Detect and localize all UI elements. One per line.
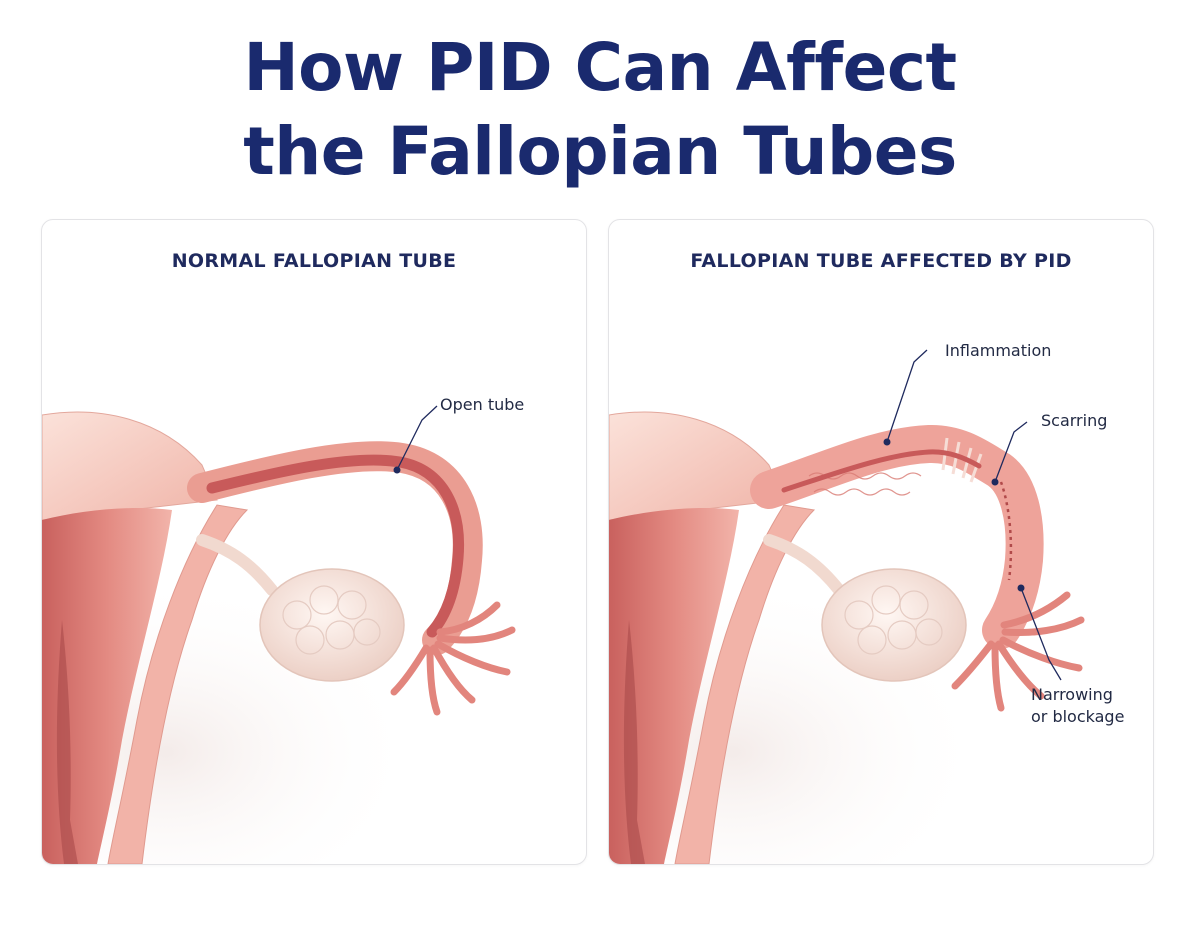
affected-tube-panel: FALLOPIAN TUBE AFFECTED BY PID xyxy=(608,219,1154,865)
uterine-wall xyxy=(609,508,739,864)
narrowing-leader-line xyxy=(1020,587,1062,681)
narrowing-callout: Narrowing or blockage xyxy=(1031,684,1124,728)
blocked-lumen xyxy=(999,481,1013,581)
narrowing-callout-line-1: Narrowing xyxy=(1031,685,1113,704)
uterine-cavity xyxy=(623,620,645,864)
ovarian-ligament xyxy=(763,534,845,596)
ovary xyxy=(821,568,967,682)
ovary-follicles xyxy=(844,585,943,655)
scarring-callout: Scarring xyxy=(1041,411,1108,430)
fimbriae xyxy=(390,601,516,716)
page-title-line-2: the Fallopian Tubes xyxy=(243,113,957,190)
fimbriae xyxy=(951,591,1085,712)
open-tube-callout: Open tube xyxy=(440,395,525,414)
page-title: How PID Can Affect the Fallopian Tubes xyxy=(0,26,1200,194)
ovarian-ligament xyxy=(196,534,278,596)
uterine-fundus xyxy=(42,411,218,521)
page-title-line-1: How PID Can Affect xyxy=(243,29,957,106)
broad-ligament xyxy=(107,504,249,864)
narrowed-lumen xyxy=(781,449,982,493)
open-tube-lumen xyxy=(206,454,465,638)
normal-tube-panel: NORMAL FALLOPIAN TUBE xyxy=(41,219,587,865)
inflammation-callout: Inflammation xyxy=(945,341,1052,360)
broad-ligament xyxy=(674,504,816,864)
uterine-wall xyxy=(42,508,172,864)
open-tube-leader-line xyxy=(396,405,438,471)
uterine-fundus xyxy=(609,411,785,521)
ovary xyxy=(259,568,405,682)
narrowing-callout-line-2: or blockage xyxy=(1031,707,1125,726)
narrowing-marker xyxy=(1017,584,1025,592)
inflammation-leader-line xyxy=(886,349,928,443)
affected-tube-heading: FALLOPIAN TUBE AFFECTED BY PID xyxy=(690,250,1072,272)
scarring-marker xyxy=(991,478,999,486)
normal-tube-heading: NORMAL FALLOPIAN TUBE xyxy=(171,250,457,272)
inflammation-marker xyxy=(883,438,891,446)
uterine-cavity xyxy=(56,620,78,864)
normal-tube-illustration xyxy=(42,405,516,864)
open-tube-marker xyxy=(393,466,401,474)
affected-tube-illustration xyxy=(609,349,1085,864)
scarring-leader-line xyxy=(994,421,1028,483)
ovary-follicles xyxy=(282,585,381,655)
